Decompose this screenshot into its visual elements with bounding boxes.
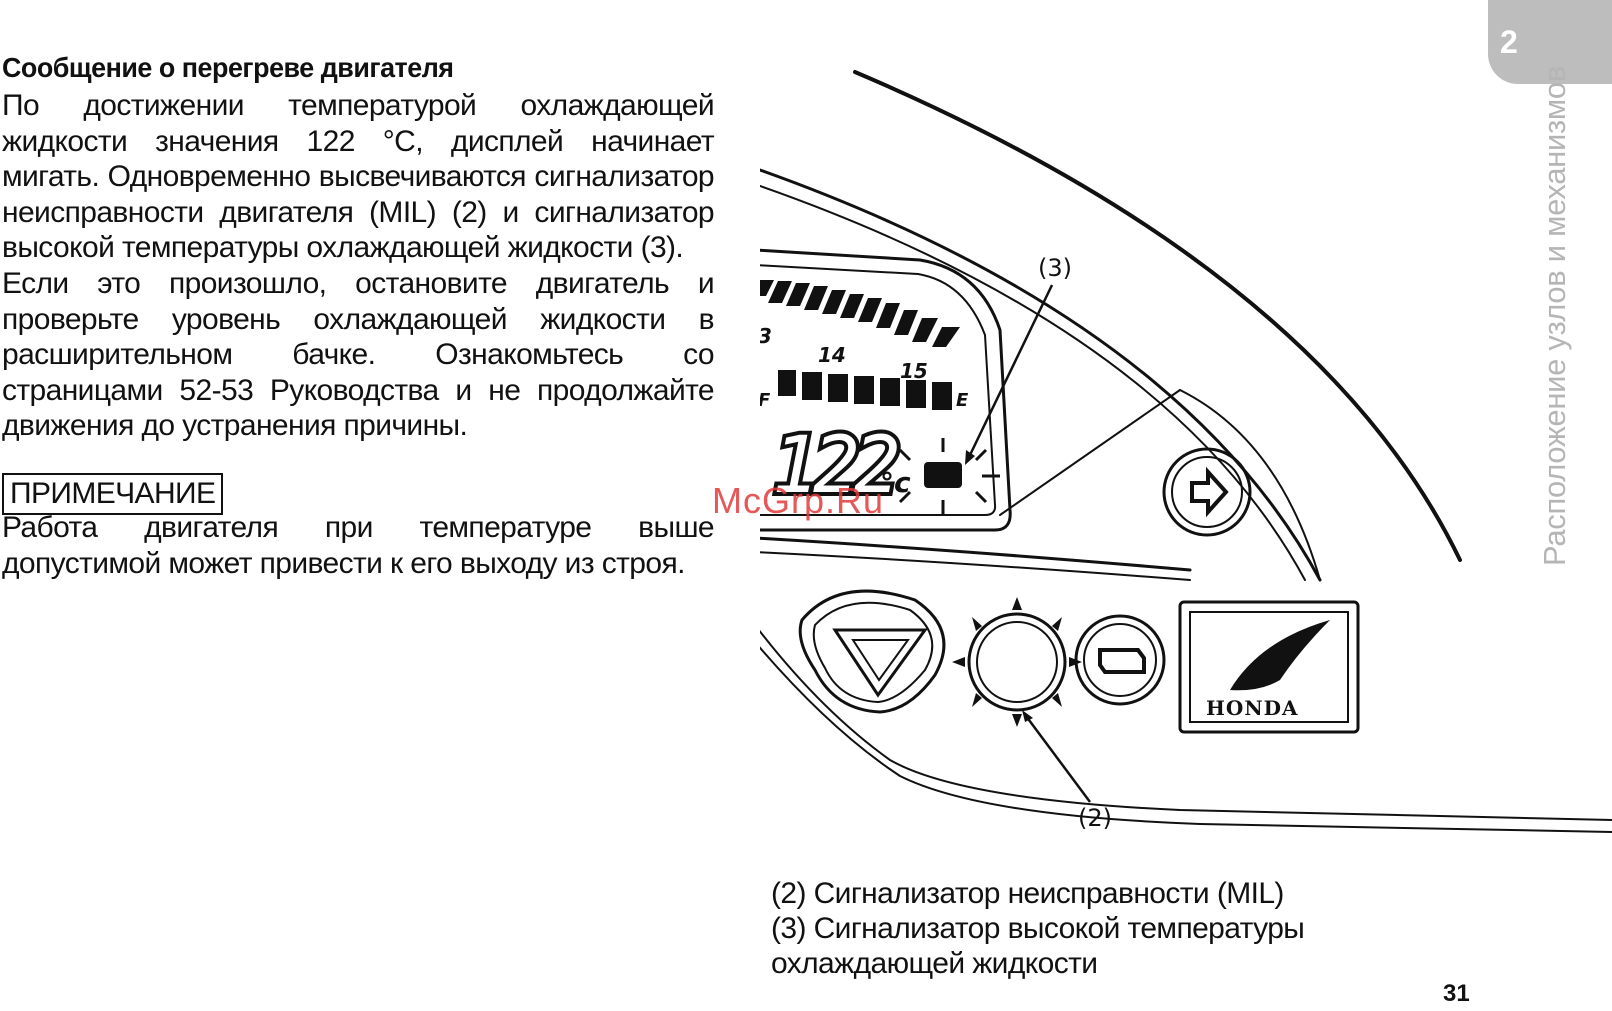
- paragraph-action: Если это произошло, остановите двигатель…: [2, 267, 715, 442]
- section-heading: Сообщение о перегреве двигателя: [2, 52, 454, 83]
- lcd-temp-unit: °c: [880, 466, 911, 499]
- section-tab: [1488, 0, 1612, 84]
- fuel-f: F: [760, 390, 771, 411]
- note-text: Работа двигателя при температуре выше до…: [2, 511, 715, 580]
- paragraph-overheat: По достижении температурой охлаждающей ж…: [2, 89, 715, 264]
- section-number: 2: [1500, 24, 1518, 60]
- watermark: McGrp.Ru: [712, 480, 885, 521]
- fuel-e: E: [956, 390, 969, 411]
- page-number: 31: [1443, 980, 1470, 1007]
- honda-brand: HONDA: [1206, 696, 1298, 720]
- lcd-temp-value: 122: [772, 421, 897, 511]
- scale-15: 15: [900, 359, 928, 383]
- scale-3: 3: [760, 324, 772, 348]
- caption-3: (3) Сигнализатор высокой температуры охл…: [771, 912, 1305, 980]
- note-label: ПРИМЕЧАНИЕ: [2, 473, 224, 515]
- section-title: Расположение узлов и механизмов: [1537, 65, 1572, 566]
- dashboard-illustration: (3) (2) 3 14 15 F E 122 °c HONDA: [760, 70, 1612, 833]
- callout-3: (3): [1038, 254, 1072, 282]
- caption-2: (2) Сигнализатор неисправности (MIL): [771, 877, 1284, 910]
- callout-2: (2): [1078, 804, 1112, 832]
- scale-14: 14: [818, 343, 846, 367]
